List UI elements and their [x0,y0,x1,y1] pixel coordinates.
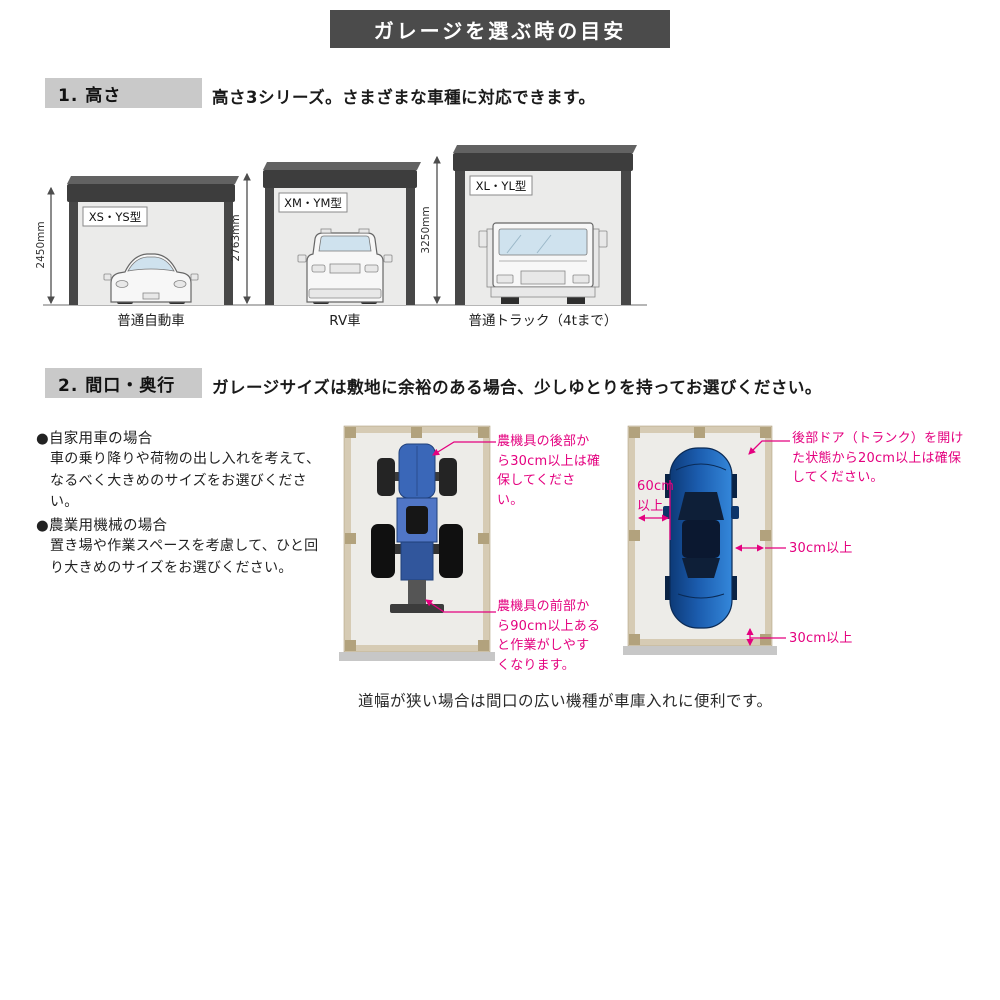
model-label-xs-ys: XS・YS型 [89,210,142,224]
garage-plan-diagram [339,425,790,661]
car-rear-back-note: 30cm以上 [789,631,853,646]
section2-description: ガレージサイズは敷地に余裕のある場合、少しゆとりを持ってお選びください。 [212,378,822,397]
vehicle-caption-xl-yl: 普通トラック（4tまで） [469,313,618,329]
advice-private-car-heading: ●自家用車の場合 [36,431,153,447]
tractor-front-leader-line [425,599,496,613]
garage-roof [67,176,239,184]
sedan-front-icon [103,253,199,304]
height-label-xm-ym: 2763mm [230,214,242,261]
model-label-xm-ym: XM・YM型 [284,196,342,210]
model-tag [278,192,348,213]
dimension-annotations [425,440,790,647]
tractor-rear-note: 農機具の後部から30cm以上は確保してください。 [497,434,601,508]
tractor-rear-leader-line [432,441,496,456]
garage-xs-ys: XS・YS型 2450mm 普通自動車 [35,176,239,329]
car-top-icon [663,447,739,629]
garage-roof [263,162,421,170]
tractor-front-note: 農機具の前部から90cm以上あると作業がしやすくなります。 [497,599,601,673]
model-label-xl-yl: XL・YL型 [476,179,527,193]
garage-xl-yl: XL・YL型 3250mm 普通トラック（4tまで） [420,145,637,329]
height-label-xl-yl: 3250mm [420,206,432,253]
advice-farm-machine-body: 置き場や作業スペースを考慮して、ひと回り大きめのサイズをお選びください。 [50,538,319,576]
car-garage-plan [623,425,777,655]
garage-height-diagram: XS・YS型 2450mm 普通自動車 XM [35,145,647,329]
garage-opening [339,652,495,661]
advice-farm-machine-heading: ●農業用機械の場合 [36,518,168,534]
car-side-note: 60cm以上 [637,479,675,514]
section1-description: 高さ3シリーズ。さまざまな車種に対応できます。 [212,88,596,107]
height-label-xs-ys: 2450mm [35,221,47,268]
tractor-garage-plan [339,425,495,661]
model-tag [469,175,533,196]
vehicle-caption-xs-ys: 普通自動車 [117,313,185,329]
garage-xm-ym: XM・YM型 2763mm RV車 [230,162,421,329]
rv-front-icon [297,228,393,304]
page-title: ガレージを選ぶ時の目安 [330,10,670,48]
car-trunk-leader-line [748,440,790,455]
advice-private-car-body: 車の乗り降りや荷物の出し入れを考えて、なるべく大きめのサイズをお選びください。 [50,451,321,511]
footer-note: 道幅が狭い場合は間口の広い機種が車庫入れに便利です。 [358,692,773,710]
tractor-top-icon [371,443,463,613]
vehicle-caption-xm-ym: RV車 [329,313,360,329]
section2-label: 2. 間口・奥行 [45,368,202,398]
truck-front-icon [478,222,608,304]
model-tag [82,206,148,227]
garage-roof [453,145,637,153]
garage-opening [623,646,777,655]
section1-label: 1. 高さ [45,78,202,108]
car-trunk-note: 後部ドア（トランク）を開けた状態から20cm以上は確保してください。 [792,431,964,485]
car-rear-side-note: 30cm以上 [789,541,853,556]
